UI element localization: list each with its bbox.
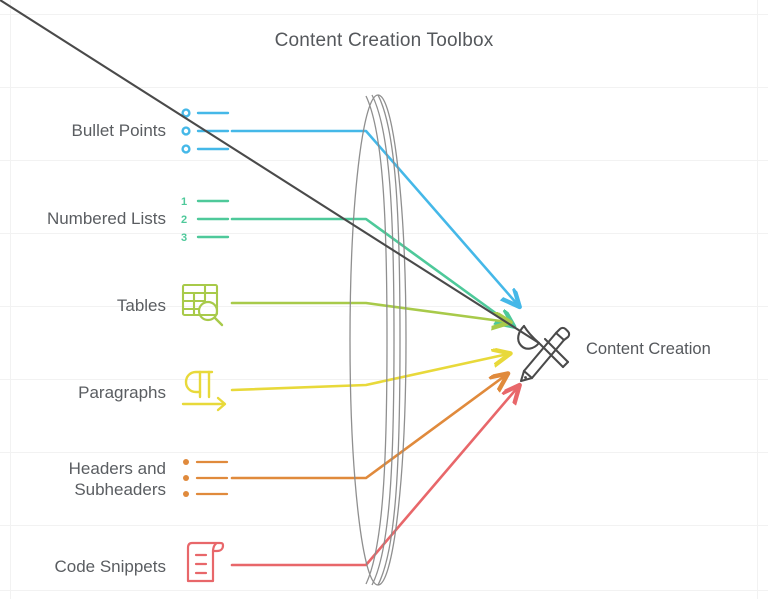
source-label-code-snippets: Code Snippets — [54, 557, 166, 576]
toolbox-lens — [349, 94, 407, 586]
svg-text:1: 1 — [181, 196, 187, 208]
source-label-headers-and-subheaders: Headers and Subheaders — [68, 459, 166, 499]
svg-text:2: 2 — [181, 214, 187, 226]
numbered-list-icon: 1 2 3 — [181, 196, 230, 244]
pen-brush-icon — [0, 0, 571, 383]
connector-code-snippets — [230, 387, 518, 567]
connector-headers — [230, 375, 506, 480]
target-label-content-creation: Content Creation — [586, 340, 711, 358]
source-label-paragraphs: Paragraphs — [78, 383, 166, 402]
connector-numbered-lists — [230, 217, 512, 325]
svg-text:3: 3 — [181, 232, 187, 244]
source-label-tables: Tables — [116, 296, 166, 315]
table-search-icon — [181, 283, 224, 327]
source-label-bullet-points: Bullet Points — [71, 121, 167, 140]
pilcrow-arrow-icon — [181, 370, 227, 412]
connector-paragraphs — [230, 354, 508, 392]
bullet-list-icon — [181, 108, 230, 154]
connector-bullet-points — [230, 129, 518, 305]
source-label-numbered-lists: Numbered Lists — [46, 209, 166, 228]
connector-tables — [230, 301, 508, 322]
page-title: Content Creation Toolbox — [274, 30, 494, 51]
heading-list-icon — [183, 459, 229, 497]
code-scroll-icon — [186, 541, 225, 583]
